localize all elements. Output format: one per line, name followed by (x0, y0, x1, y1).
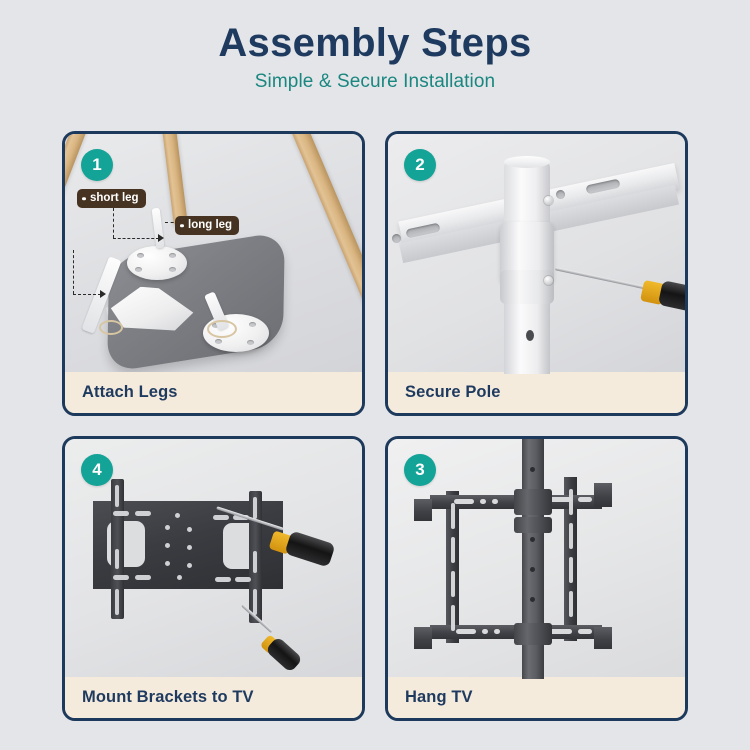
guide-arrowhead-short (158, 234, 164, 242)
step-2-illustration: 2 (388, 134, 685, 374)
screw-bottom (544, 276, 553, 285)
step-badge-1: 1 (81, 149, 113, 181)
step-4-caption: Mount Brackets to TV (82, 688, 254, 706)
page-title: Assembly Steps (218, 21, 532, 65)
callout-long-leg-label: long leg (188, 219, 233, 231)
tv-arm-left (446, 491, 459, 643)
step-panel-4[interactable]: 3 Hang TV (385, 436, 688, 721)
bracket-slot-2 (135, 511, 151, 516)
step-panel-2[interactable]: 2 Secure Pole (385, 131, 688, 416)
leg-ferrule-center (151, 207, 165, 249)
rail-perf-left-mid (115, 549, 119, 569)
callout-short-leg: short leg (77, 189, 146, 209)
step-3-caption: Hang TV (405, 688, 473, 706)
step-panel-3[interactable]: 4 Mount Brackets to TV (62, 436, 365, 721)
steps-grid: short leg long leg 1 Attach Legs (62, 131, 688, 721)
guide-line-short-v (113, 208, 114, 238)
step-badge-4: 4 (81, 454, 113, 486)
rail-tab-top-left (414, 499, 432, 521)
step-1-caption-bar: Attach Legs (65, 372, 362, 413)
wooden-leg-right (287, 134, 362, 313)
wooden-leg-center (161, 134, 188, 227)
pole-clamp-top (514, 489, 552, 515)
pole-upper-section (504, 156, 550, 232)
rail-tab-bottom-left (414, 627, 432, 649)
guide-line-short-h (113, 238, 159, 239)
bracket-slot-6 (135, 575, 151, 580)
page-subtitle: Simple & Secure Installation (254, 71, 496, 92)
step-1-illustration: short leg long leg 1 (65, 134, 362, 374)
rail-perf-right-mid (253, 551, 257, 573)
leg-ring-right (207, 320, 237, 338)
rail-perf-left-top (115, 485, 119, 507)
step-1-caption: Attach Legs (82, 383, 178, 401)
rail-perf-left-bot (115, 589, 119, 615)
rail-tab-top-right (594, 483, 612, 507)
pole-clamp-bottom (514, 623, 552, 645)
rail-perf-right-top (253, 497, 257, 519)
pole-adjust-hole (526, 330, 534, 341)
bracket-slot-7 (215, 577, 231, 582)
bracket-slot-5 (113, 575, 129, 580)
page-header: Assembly Steps Simple & Secure Installat… (0, 0, 750, 118)
step-3-illustration: 3 (388, 439, 685, 679)
bracket-slot-4 (233, 515, 249, 520)
screw-top (544, 196, 553, 205)
step-4-caption-bar: Mount Brackets to TV (65, 677, 362, 718)
mounting-disc-top (127, 246, 187, 280)
step-3-caption-bar: Hang TV (388, 677, 685, 718)
callout-long-leg: long leg (175, 216, 240, 236)
rail-tab-bottom-right (594, 627, 612, 649)
step-2-caption: Secure Pole (405, 383, 501, 401)
callout-short-leg-label: short leg (90, 192, 139, 204)
leg-ring-left (99, 320, 123, 335)
step-4-illustration: 4 (65, 439, 362, 679)
step-panel-1[interactable]: short leg long leg 1 Attach Legs (62, 131, 365, 416)
step-2-caption-bar: Secure Pole (388, 372, 685, 413)
bracket-slot-1 (113, 511, 129, 516)
pole-band (500, 270, 554, 304)
pole-clamp-mid (514, 517, 552, 533)
rail-perf-right-bot (253, 589, 257, 615)
guide-line-long-v (73, 250, 74, 294)
step-badge-3: 3 (404, 454, 436, 486)
screwdriver-handle (657, 280, 685, 313)
guide-line-long-h (73, 294, 101, 295)
step-badge-2: 2 (404, 149, 436, 181)
bracket-slot-8 (235, 577, 251, 582)
screwdriver-handle-upper (284, 530, 336, 568)
bracket-slot-3 (213, 515, 229, 520)
guide-arrowhead-long (100, 290, 106, 298)
